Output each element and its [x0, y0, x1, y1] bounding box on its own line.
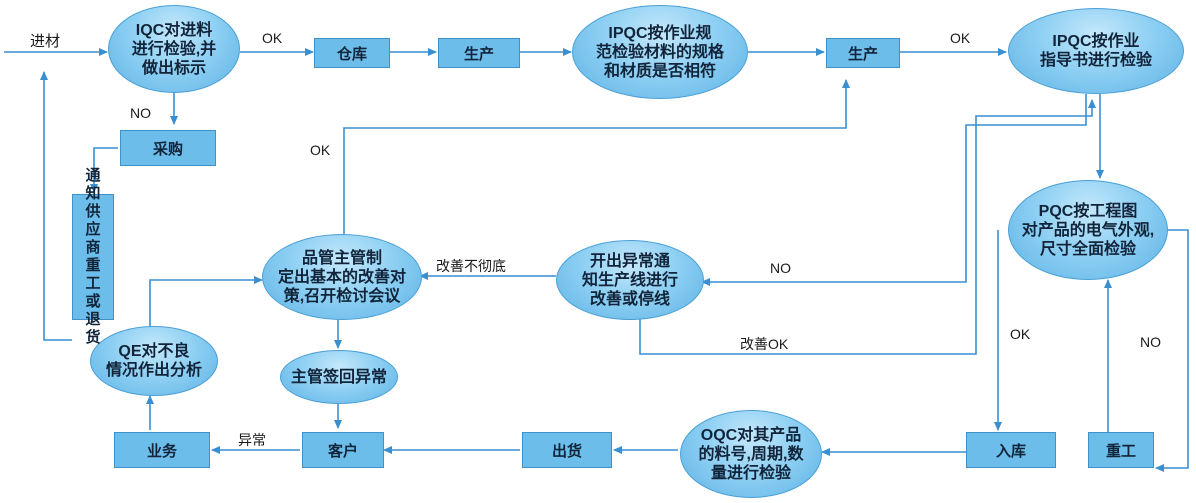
arrow-purchase-to-notify: [90, 147, 118, 193]
abnormal-notice-node: 开出异常通 知生产线进行 改善或停线: [556, 240, 704, 320]
label-improve-ok: 改善OK: [740, 336, 789, 352]
quality-manager-node: 品管主管制 定出基本的改善对 策,召开检讨会议: [262, 234, 422, 320]
label-improve-incomplete: 改善不彻底: [436, 258, 506, 274]
label-ok-production2: OK: [950, 30, 971, 46]
label-ok-iqc: OK: [262, 30, 283, 46]
label-ok-pqc: OK: [1010, 326, 1031, 342]
label-no-pqc: NO: [1140, 334, 1161, 350]
iqc-inspect-node: IQC对进料 进行检验,并 做出标示: [108, 5, 240, 93]
qe-analysis-node: QE对不良 情况作出分析: [90, 326, 218, 396]
label-no-iqc: NO: [130, 105, 151, 121]
production-box-1: 生产: [438, 38, 520, 68]
warehouse-box: 仓库: [314, 38, 390, 68]
ipqc-guide-node: IPQC按作业 指导书进行检验: [1008, 8, 1184, 94]
purchase-box: 采购: [120, 130, 216, 166]
arrow-ipqcguide-to-abnormal: [701, 94, 1087, 286]
pqc-inspect-node: PQC按工程图 对产品的电气外观, 尺寸全面检验: [1008, 180, 1168, 280]
arrow-pqc-to-ipqcguide-no: [1155, 229, 1189, 472]
rework-box: 重工: [1088, 432, 1154, 468]
business-box: 业务: [114, 432, 210, 468]
manager-sign-node: 主管签回异常: [280, 350, 398, 404]
start-label: 进材: [30, 33, 61, 50]
ipqc-check-node: IPQC按作业规 范检验材料的规格 和材质是否相符: [572, 5, 748, 99]
notify-supplier-box: 通知供应商重工或退货: [72, 167, 114, 346]
oqc-check-node: OQC对其产品 的料号,周期,数 量进行检验: [680, 410, 822, 498]
arrow-manager-to-production2: [343, 79, 850, 236]
arrow-improveok-to-ipqcguide: [639, 99, 1096, 355]
customer-box: 客户: [302, 432, 384, 468]
label-abnormal: 异常: [238, 432, 266, 448]
label-ok-manager: OK: [310, 142, 331, 158]
arrow-qe-to-manager: [149, 276, 263, 328]
shipment-box: 出货: [522, 432, 612, 468]
label-no-ipqc: NO: [770, 260, 791, 276]
arrow-notify-to-input: [40, 71, 72, 341]
production-box-2: 生产: [826, 38, 900, 68]
stock-in-box: 入库: [966, 432, 1056, 468]
